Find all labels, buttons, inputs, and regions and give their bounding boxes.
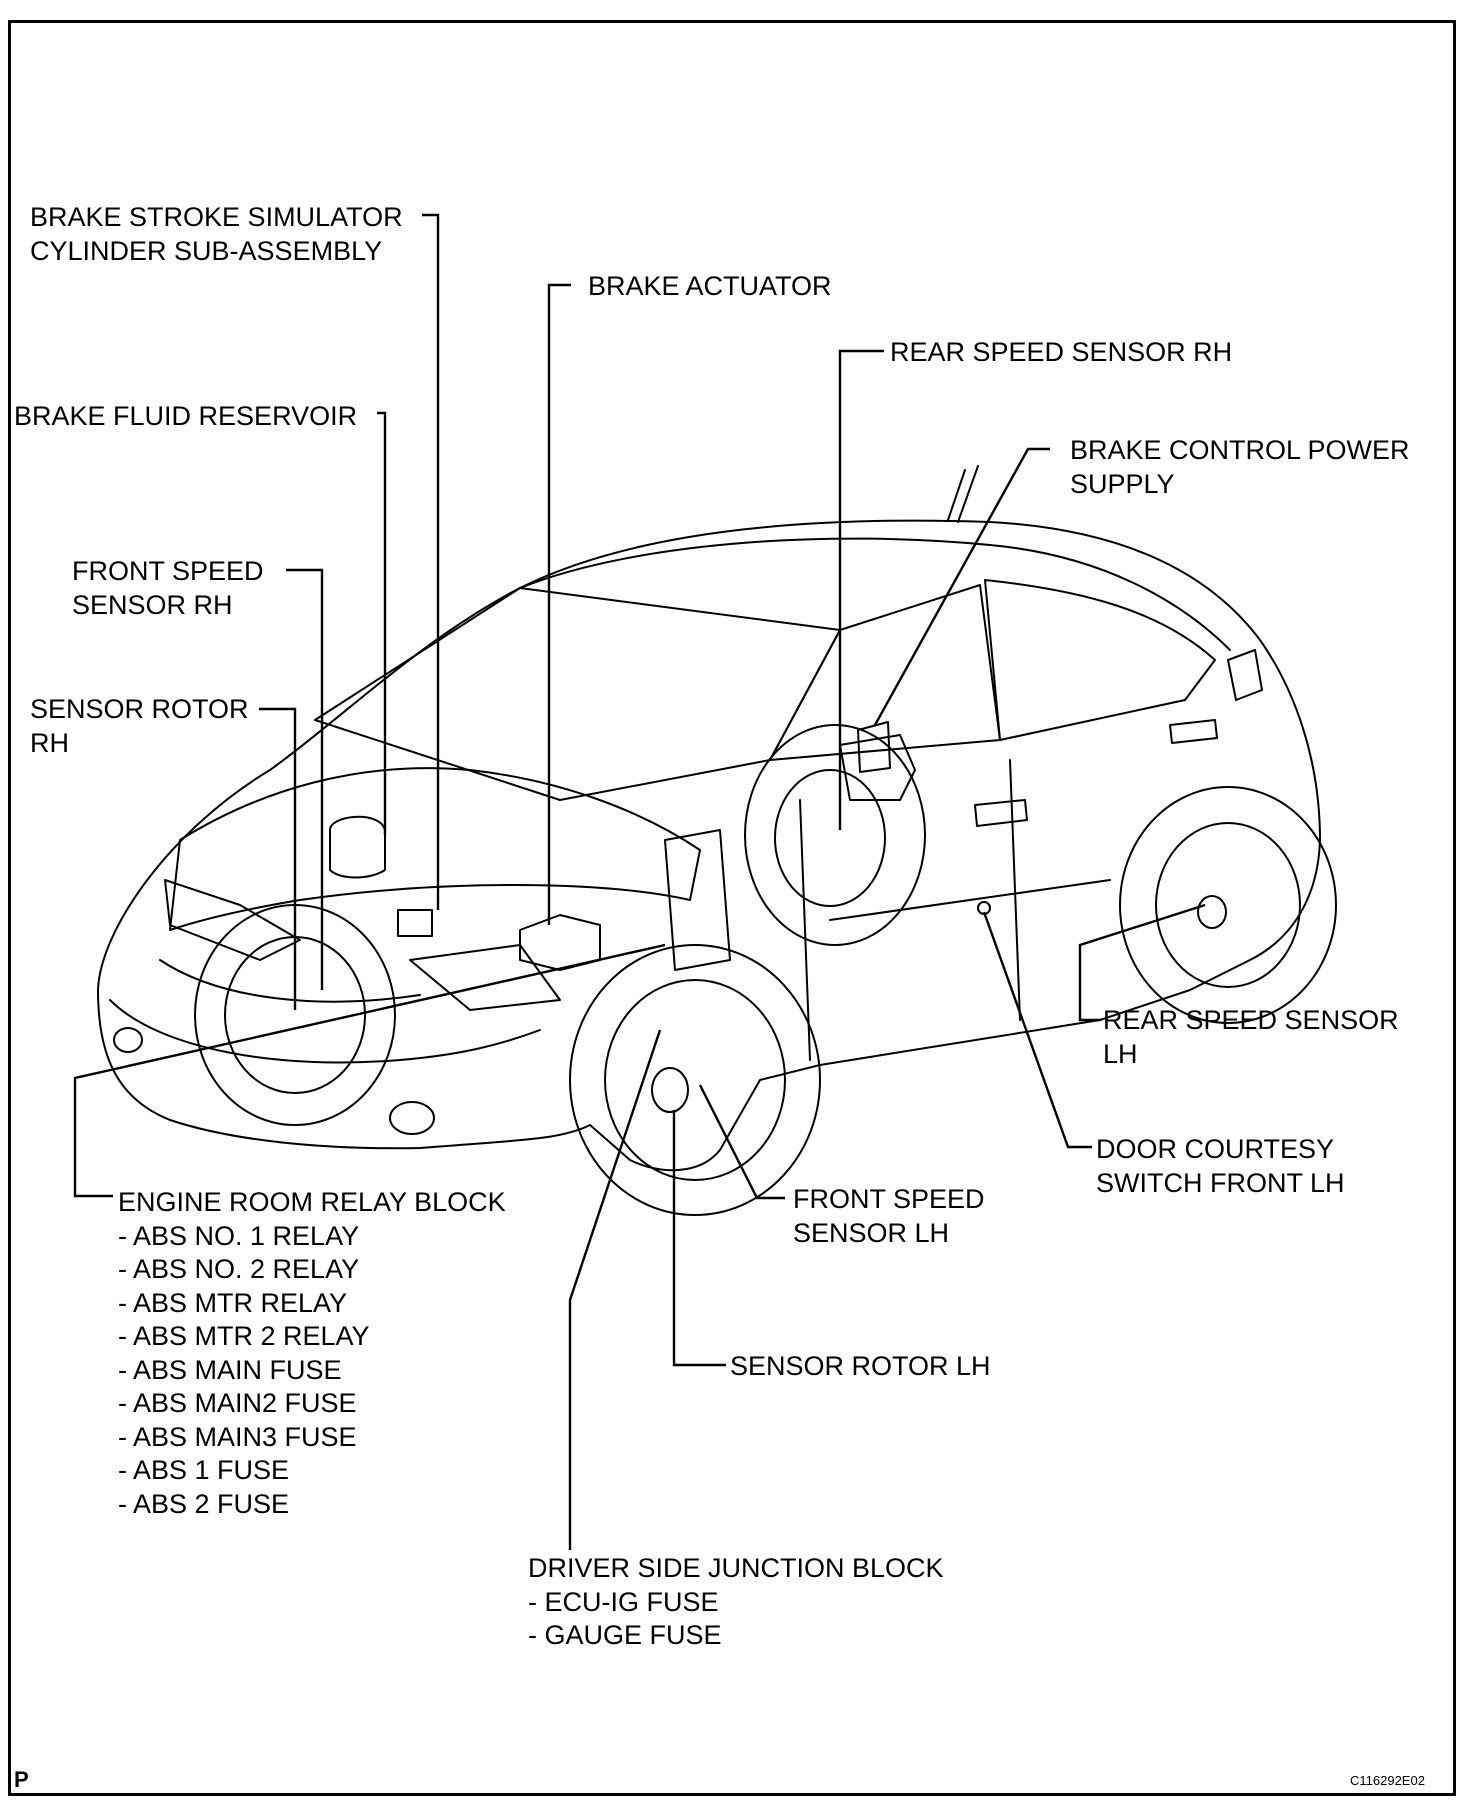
- wheel-front-lh: [569, 944, 821, 1216]
- door-handle-front: [974, 799, 1028, 827]
- label-front-speed-sensor-rh: FRONT SPEED SENSOR RH: [72, 556, 264, 620]
- door-lines: [799, 759, 1111, 1061]
- label-engine-room-relay-block: ENGINE ROOM RELAY BLOCK - ABS NO. 1 RELA…: [118, 1187, 506, 1519]
- diagram-frame: [8, 20, 1456, 1796]
- fog-lamp-right: [113, 1027, 143, 1053]
- leader-front-speed-sensor-lh: [698, 1084, 785, 1200]
- front-grille: [159, 959, 421, 1003]
- wheel-rear-rh: [744, 724, 926, 946]
- leader-driver-side-junction-block: [568, 1029, 662, 1550]
- corner-mark: P: [14, 1767, 29, 1792]
- stroke-simulator-part: [397, 909, 433, 937]
- label-brake-stroke-simulator: BRAKE STROKE SIMULATOR CYLINDER SUB-ASSE…: [30, 202, 403, 266]
- windshield: [314, 587, 841, 801]
- leader-rear-speed-sensor-rh: [838, 349, 884, 830]
- leader-door-courtesy-switch: [982, 911, 1092, 1149]
- door-handle-rear: [1169, 719, 1218, 744]
- relay-block-part: [664, 829, 731, 971]
- leader-brake-stroke-simulator: [422, 213, 440, 910]
- side-window-front: [769, 584, 1001, 761]
- reservoir-part: [329, 815, 386, 879]
- leader-engine-room-relay-block: [73, 943, 666, 1198]
- fuel-lid: [1227, 649, 1263, 701]
- label-rear-speed-sensor-rh: REAR SPEED SENSOR RH: [890, 337, 1233, 367]
- label-sensor-rotor-lh: SENSOR ROTOR LH: [730, 1351, 991, 1381]
- leader-sensor-rotor-lh: [672, 1110, 726, 1367]
- label-driver-side-junction-block: DRIVER SIDE JUNCTION BLOCK - ECU-IG FUSE…: [528, 1553, 944, 1650]
- headlight-right: [164, 879, 301, 961]
- hood: [169, 767, 701, 931]
- power-supply-part: [857, 721, 891, 773]
- label-brake-control-power-supply: BRAKE CONTROL POWER SUPPLY: [1070, 435, 1410, 499]
- label-front-speed-sensor-lh: FRONT SPEED SENSOR LH: [793, 1184, 985, 1248]
- roof-line: [519, 537, 1231, 651]
- fog-lamp-left: [389, 1101, 435, 1135]
- leader-front-speed-sensor-rh: [286, 568, 324, 990]
- leader-sensor-rotor-rh: [259, 707, 297, 1010]
- front-bumper: [109, 999, 541, 1064]
- figure-code: C116292E02: [1350, 1773, 1425, 1788]
- leader-brake-actuator: [547, 283, 571, 925]
- car-body-outline: [97, 519, 1321, 1172]
- antenna: [947, 465, 979, 523]
- leader-rear-speed-sensor-lh: [1078, 903, 1206, 1022]
- label-door-courtesy-switch: DOOR COURTESY SWITCH FRONT LH: [1096, 1134, 1345, 1198]
- leader-brake-fluid-reservoir: [377, 411, 387, 835]
- label-brake-fluid-reservoir: BRAKE FLUID RESERVOIR: [14, 401, 358, 431]
- headlight-left: [409, 944, 561, 1011]
- label-brake-actuator: BRAKE ACTUATOR: [588, 271, 832, 301]
- label-rear-speed-sensor-lh: REAR SPEED SENSOR LH: [1103, 1005, 1399, 1069]
- label-sensor-rotor-rh: SENSOR ROTOR RH: [30, 694, 249, 758]
- wheel-rear-lh: [1119, 786, 1337, 1024]
- side-window-rear: [984, 579, 1216, 741]
- side-mirror: [839, 734, 916, 801]
- leader-brake-control-power-supply: [873, 447, 1050, 726]
